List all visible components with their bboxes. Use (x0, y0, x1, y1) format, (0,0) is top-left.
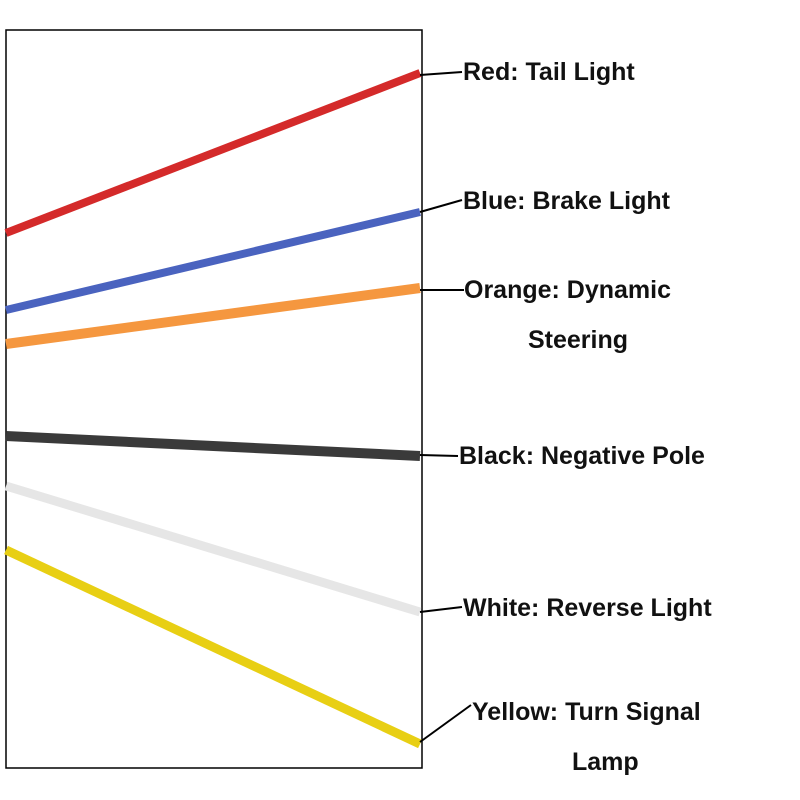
leader-line-red (419, 71, 463, 76)
label-blue: Blue: Brake Light (463, 186, 670, 216)
yellow-wire (4, 545, 422, 749)
white-wire (4, 481, 422, 617)
leader-line-black (419, 454, 459, 457)
label-orange-text-line2: Steering (528, 326, 629, 354)
label-white: White: Reverse Light (463, 593, 712, 623)
photo-frame (5, 29, 423, 769)
label-black-text: Black: Negative Pole (459, 442, 705, 470)
blue-wire (5, 208, 421, 314)
label-white-text: White: Reverse Light (463, 594, 712, 622)
label-yellow: Yellow: Turn Signal Lamp (472, 687, 701, 787)
label-yellow-text-line2: Lamp (572, 748, 639, 776)
orange-wire (5, 283, 421, 349)
label-orange: Orange: Dynamic Steering (464, 265, 671, 365)
leader-line-blue (419, 199, 463, 213)
label-blue-text: Blue: Brake Light (463, 187, 670, 215)
red-wire (4, 69, 422, 237)
label-black: Black: Negative Pole (459, 441, 705, 471)
label-red-text: Red: Tail Light (463, 58, 635, 86)
leader-line-white (419, 606, 463, 613)
black-wire (5, 431, 421, 461)
label-red: Red: Tail Light (463, 57, 635, 87)
label-yellow-text-line1: Yellow: Turn Signal (472, 698, 701, 726)
leader-line-yellow (419, 704, 472, 743)
label-orange-text-line1: Orange: Dynamic (464, 276, 672, 304)
